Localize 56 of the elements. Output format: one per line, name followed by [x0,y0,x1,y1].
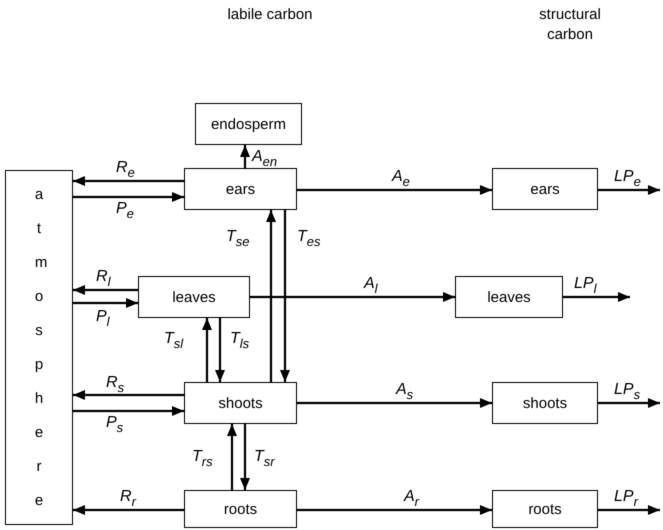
arrow [240,424,250,490]
edge-label: T$_{es}$ [297,228,321,251]
pool-box: leaves [455,276,563,318]
pool-box: shoots [492,382,598,424]
pool-box: shoots [184,382,297,424]
pool-box: roots [492,490,598,528]
pool-box: ears [184,168,297,210]
edge-label: A$_{l}$ [364,275,378,298]
edge-label: LP$_{l}$ [574,275,596,298]
pool-box: endosperm [195,103,302,145]
edge-label: R$_{e}$ [116,159,135,182]
arrow [73,176,184,186]
arrow [73,192,184,202]
edge-label: A$_{en}$ [252,148,278,171]
edge-label: R$_{l}$ [96,268,110,291]
pool-box: leaves [138,276,250,318]
arrow [598,505,660,515]
arrow [280,210,290,382]
edge-label: A$_{r}$ [404,488,420,511]
arrow [598,398,660,408]
arrow [598,185,660,195]
arrow [250,292,455,302]
edge-label: T$_{ls}$ [230,330,250,353]
edge-label: T$_{sl}$ [164,330,184,353]
pool-box: ears [492,168,598,210]
arrow [73,285,138,295]
arrow [297,505,492,515]
edge-label: P$_{e}$ [116,200,134,223]
arrow [266,210,276,382]
edge-label: LP$_{r}$ [614,488,638,511]
edge-label: LP$_{s}$ [614,381,640,404]
arrow [563,292,630,302]
arrow [73,298,138,308]
pool-box: roots [184,490,297,528]
edge-label: A$_{e}$ [392,168,410,191]
arrow [297,185,492,195]
arrow [297,398,492,408]
edge-label: T$_{rs}$ [192,448,213,471]
edge-label: R$_{r}$ [120,488,136,511]
edge-label: LP$_{e}$ [614,168,641,191]
arrow [202,318,212,382]
arrow [227,424,237,490]
column-heading: structural carbon [538,5,602,45]
arrow [215,318,225,382]
arrow [73,406,184,416]
edge-label: P$_{s}$ [106,414,124,437]
edge-label: A$_{s}$ [396,381,414,404]
edge-label: P$_{l}$ [96,308,110,331]
edge-label: T$_{se}$ [226,228,250,251]
arrow [240,145,250,168]
column-heading: labile carbon [226,5,314,25]
arrow [73,390,184,400]
atmosphere-box: atmosphere [5,170,73,525]
edge-label: R$_{s}$ [106,374,124,397]
edge-label: T$_{sr}$ [254,448,275,471]
arrow [73,505,184,515]
